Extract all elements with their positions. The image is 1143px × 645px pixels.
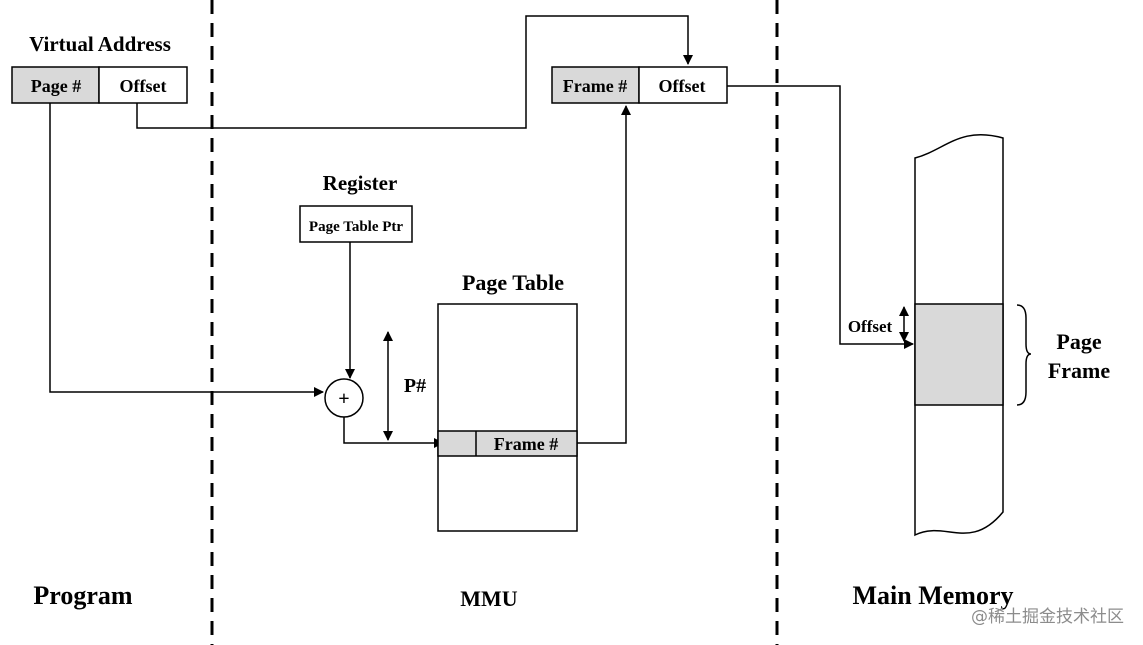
virtual-page-field-box (11, 66, 100, 104)
page-number-offset-label: P# (404, 375, 426, 397)
watermark: @稀土掘金技术社区 (971, 607, 1124, 627)
page-frame-block (914, 303, 1004, 406)
page-frame-label-line1: Page (1056, 329, 1101, 354)
physical-offset-field-box (638, 66, 728, 104)
physical-offset-to-memory-arrow (727, 85, 914, 349)
offset-passthrough-arrow (136, 15, 693, 129)
page-table-box (437, 303, 578, 532)
page-table-title: Page Table (462, 270, 564, 295)
register-box (299, 205, 413, 243)
frame-number-to-physical-arrow (577, 105, 631, 444)
adder-symbol: + (338, 388, 349, 410)
page-frame-brace (1016, 304, 1032, 406)
virtual-address-title: Virtual Address (29, 32, 171, 56)
region-label-program: Program (33, 581, 132, 610)
physical-frame-field: Frame # (563, 76, 627, 96)
region-label-mmu: MMU (460, 586, 518, 611)
frame-offset-label: Offset (848, 317, 893, 336)
virtual-offset-field-box (98, 66, 188, 104)
register-content: Page Table Ptr (309, 219, 404, 235)
register-title: Register (323, 171, 398, 195)
page-table-entry-label: Frame # (494, 434, 558, 454)
region-label-main-memory: Main Memory (852, 581, 1013, 610)
page-frame-label-line2: Frame (1048, 358, 1111, 383)
virtual-offset-field: Offset (120, 76, 167, 96)
adder-to-page-table-arrow (343, 417, 444, 448)
physical-offset-field: Offset (659, 76, 706, 96)
virtual-page-field: Page # (31, 76, 81, 96)
page-number-to-adder-arrow (49, 103, 324, 397)
